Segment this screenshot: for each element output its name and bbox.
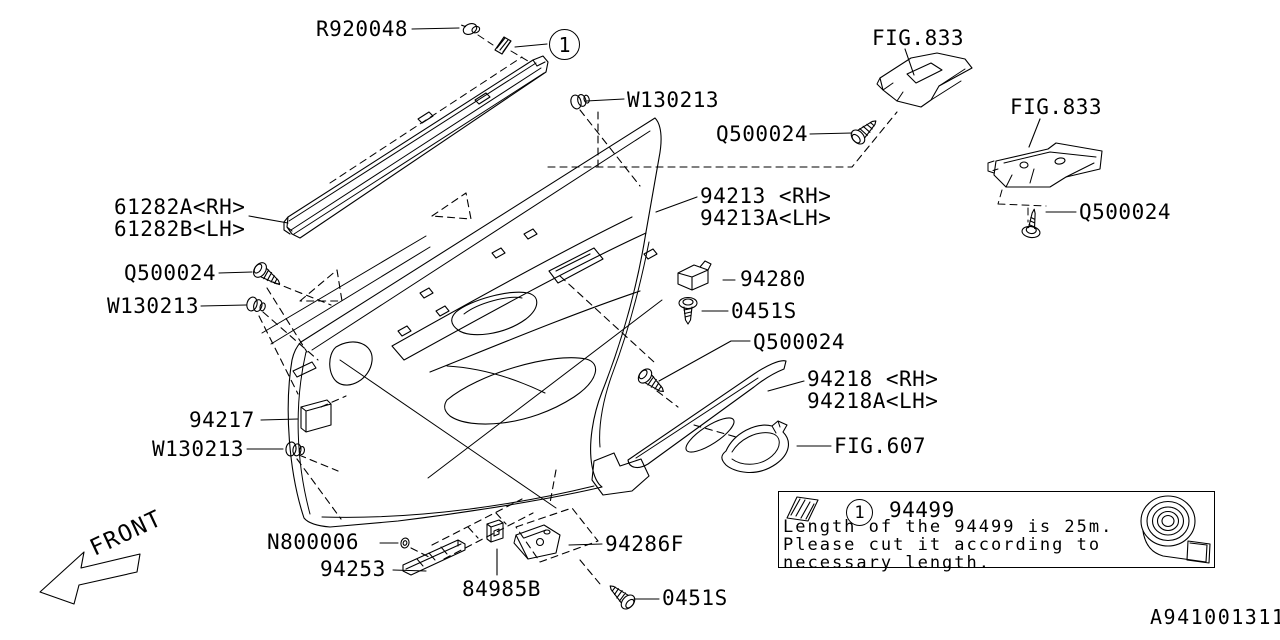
note-callout-1-badge: 1: [846, 499, 873, 526]
power-window-switch-fig833: [987, 142, 1103, 188]
alignment-dashes: [258, 109, 898, 585]
clip-icon-w130213-left: [244, 295, 268, 315]
screw-icon-q500024-right: [1020, 207, 1044, 240]
label-w130213-bottom: W130213: [152, 437, 245, 461]
label-94213: 94213 <RH>: [700, 184, 832, 208]
note-part-number: 94499: [889, 498, 955, 522]
clip-icon-w130213-bottom: [284, 440, 306, 459]
label-61282b: 61282B<LH>: [114, 217, 246, 241]
note-line-1: Length of the 94499 is 25m.: [783, 517, 1114, 537]
nut-icon-n800006: [399, 536, 411, 550]
drawing-number: A941001311: [1150, 605, 1280, 629]
block-94280: [677, 260, 712, 291]
label-94253: 94253: [320, 557, 386, 581]
label-0451s-bottom: 0451S: [662, 586, 728, 610]
clip-84985b: [486, 519, 504, 543]
screw-icon-0451s-bottom: [604, 579, 638, 613]
label-fig833-top: FIG.833: [872, 26, 965, 50]
callout-1-badge: 1: [549, 29, 580, 60]
label-r920048: R920048: [316, 17, 409, 41]
label-w130213-top: W130213: [627, 88, 720, 112]
screw-icon-0451s-top: [678, 296, 698, 325]
label-fig833-right: FIG.833: [1010, 95, 1103, 119]
label-94213a: 94213A<LH>: [700, 206, 832, 230]
strip-94253: [402, 539, 466, 576]
label-61282a: 61282A<RH>: [114, 195, 246, 219]
label-84985b: 84985B: [462, 577, 541, 601]
label-94217: 94217: [189, 408, 255, 432]
label-94286f: 94286F: [605, 532, 684, 556]
screw-icon-q500024-left: [250, 259, 285, 291]
screw-icon-q500024-mid: [635, 365, 670, 399]
switch-alignment-dashes: [997, 189, 1047, 223]
label-94218a: 94218A<LH>: [807, 389, 939, 413]
label-0451s-top: 0451S: [731, 299, 797, 323]
note-line-2: Please cut it according to: [783, 535, 1102, 555]
label-n800006: N800006: [267, 530, 360, 554]
door-trim-panel-94213: [261, 117, 663, 528]
label-q500024-right: Q500024: [1079, 200, 1172, 224]
label-fig607: FIG.607: [834, 434, 927, 458]
switch-bezel-fig833: [876, 52, 973, 108]
screw-icon-q500024-top: [848, 114, 882, 148]
note-box: [778, 491, 1215, 568]
label-94280: 94280: [740, 267, 806, 291]
front-arrow: [39, 551, 141, 605]
label-q500024-mid: Q500024: [753, 330, 846, 354]
clip-alignment-dashes: [477, 34, 529, 62]
note-hatch-icon: [786, 496, 819, 522]
leader-lines: [200, 27, 1077, 600]
label-q500024-top: Q500024: [716, 122, 809, 146]
label-94218: 94218 <RH>: [807, 367, 939, 391]
label-q500024-left: Q500024: [124, 261, 217, 285]
belt-weatherstrip-61282: [283, 55, 549, 239]
hatched-clip-icon: [494, 36, 512, 55]
pocket-garnish-94218: [627, 360, 787, 469]
note-line-3: necessary length.: [783, 553, 991, 573]
pull-handle-bezel-fig607: [721, 420, 789, 473]
tape-roll-94499: [1140, 495, 1211, 564]
label-w130213-left: W130213: [107, 294, 200, 318]
bracket-94286f: [513, 524, 561, 560]
